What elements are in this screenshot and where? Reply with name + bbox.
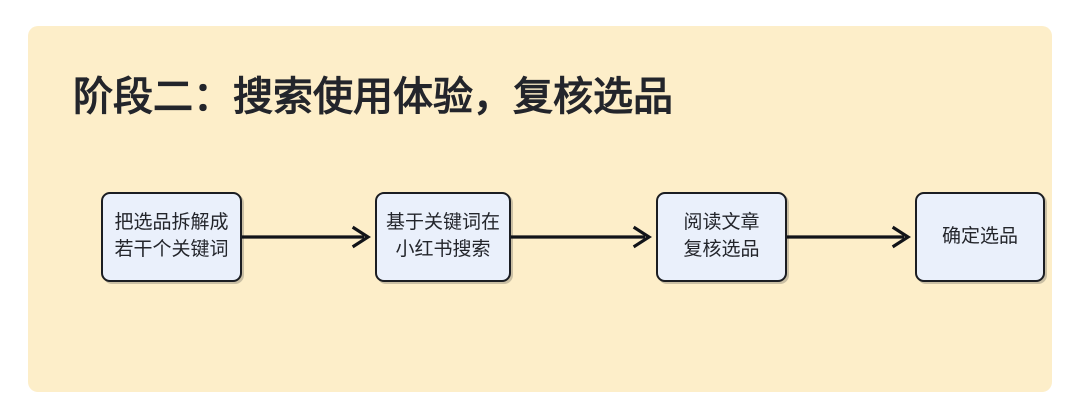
- flow-node-4-line-1: 确定选品: [941, 225, 1018, 247]
- page-title: 阶段二：搜索使用体验，复核选品: [73, 75, 673, 119]
- flow-node-1[interactable]: 把选品拆解成 若干个关键词: [101, 192, 242, 282]
- flow-node-3-line-2: 复核选品: [683, 239, 760, 260]
- arrow-right-icon-3: [787, 225, 915, 249]
- flow-node-1-line-1: 把选品拆解成: [114, 212, 229, 234]
- flow-node-1-label: 把选品拆解成 若干个关键词: [114, 210, 228, 264]
- flow-node-4-label: 确定选品: [942, 224, 1018, 251]
- flow-node-2[interactable]: 基于关键词在 小红书搜索: [375, 192, 511, 282]
- flow-node-3[interactable]: 阅读文章 复核选品: [656, 192, 787, 282]
- flow-node-1-line-2: 若干个关键词: [114, 239, 229, 260]
- flow-node-2-line-2: 小红书搜索: [395, 239, 491, 260]
- arrow-right-icon-1: [242, 225, 375, 249]
- arrow-right-icon-2: [511, 225, 656, 249]
- diagram-canvas: 阶段二：搜索使用体验，复核选品 把选品拆解成 若干个关键词 基于关键词在 小红书…: [28, 26, 1052, 392]
- flow-node-4[interactable]: 确定选品: [915, 192, 1045, 282]
- flow-node-3-label: 阅读文章 复核选品: [683, 210, 759, 264]
- flow-node-3-line-1: 阅读文章: [683, 212, 760, 234]
- flow-node-2-line-1: 基于关键词在: [385, 212, 500, 234]
- flow-node-2-label: 基于关键词在 小红书搜索: [386, 210, 500, 264]
